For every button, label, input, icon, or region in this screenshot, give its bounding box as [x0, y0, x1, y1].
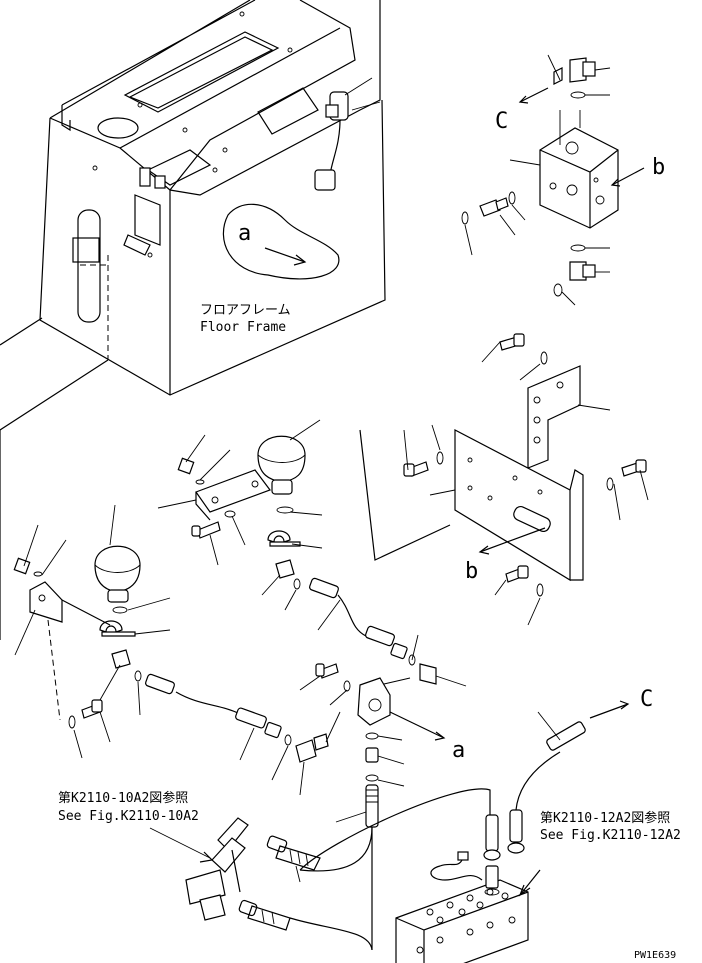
blob-view-label: a [238, 221, 251, 246]
view-c-label-top: C [495, 109, 508, 134]
ref1-label-jp: 第K2110-10A2図参照 [58, 790, 188, 806]
lower-valve [149, 817, 373, 951]
manifold-block [395, 700, 630, 963]
ref2-label-en: See Fig.K2110-12A2 [540, 828, 681, 843]
view-a-label: a [452, 738, 465, 763]
hoses-fittings [99, 559, 491, 950]
valve-block-assembly [461, 54, 645, 306]
view-b-label-top: b [652, 155, 665, 180]
floor-frame-label-en: Floor Frame [200, 320, 286, 335]
view-c-label-bottom: C [640, 687, 653, 712]
floor-frame [0, 0, 386, 640]
view-b-label-mid: b [465, 559, 478, 584]
ref2-label-jp: 第K2110-12A2図参照 [540, 810, 670, 826]
accumulator-lower [13, 504, 171, 759]
ref1-label-en: See Fig.K2110-10A2 [58, 809, 199, 824]
mounting-bracket [359, 333, 649, 626]
accumulator-upper [157, 419, 323, 566]
drawing-code: PW1E639 [634, 950, 676, 961]
floor-frame-label-jp: フロアフレーム [200, 303, 291, 318]
